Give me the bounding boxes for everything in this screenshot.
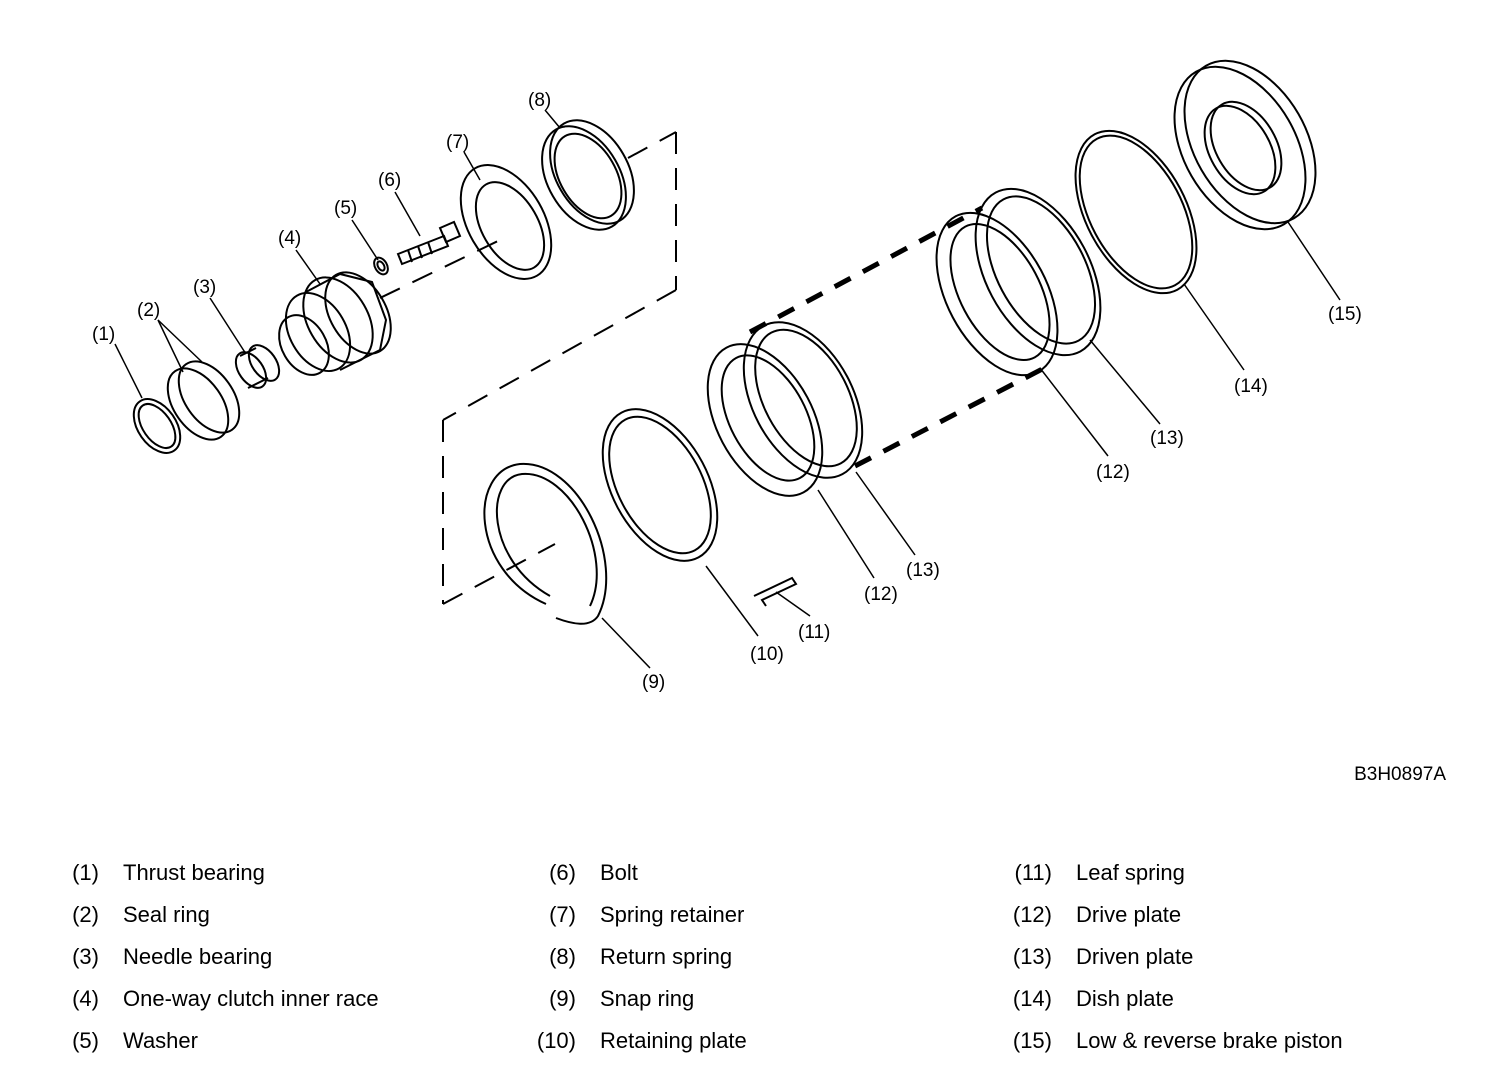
legend-num: (4): [72, 986, 99, 1011]
callout-labels: (1) (2) (3) (4) (5) (6) (7) (8) (9) (10)…: [92, 90, 1362, 693]
legend-item-13: (13) Driven plate: [1013, 944, 1194, 970]
legend-label: Seal ring: [123, 902, 210, 927]
legend-label: Low & reverse brake piston: [1076, 1028, 1343, 1053]
legend-num: (9): [549, 986, 576, 1011]
callout-11: (11): [798, 622, 830, 643]
legend-num: (5): [72, 1028, 99, 1053]
one-way-clutch-inner-race-part: [278, 271, 392, 376]
callout-14: (14): [1234, 376, 1268, 397]
dish-plate-part: [1074, 129, 1198, 295]
callout-4: (4): [278, 228, 301, 249]
return-spring-part: [541, 119, 635, 231]
legend-label: Spring retainer: [600, 902, 745, 927]
callout-9: (9): [642, 672, 665, 693]
legend-label: Retaining plate: [600, 1028, 747, 1053]
legend-num: (11): [1014, 860, 1053, 885]
bolt-part: [396, 220, 462, 266]
callout-5: (5): [334, 198, 357, 219]
legend-num: (1): [72, 860, 99, 885]
legend-num: (3): [72, 944, 99, 969]
legend-item-9: (9) Snap ring: [549, 986, 695, 1012]
callout-13-front: (13): [906, 560, 940, 581]
legend-item-11: (11) Leaf spring: [1015, 860, 1185, 886]
legend-num: (14): [1012, 986, 1052, 1011]
callout-7: (7): [446, 132, 469, 153]
legend-num: (7): [549, 902, 576, 927]
callout-3: (3): [193, 277, 216, 298]
legend-item-12: (12) Drive plate: [1013, 902, 1182, 928]
legend-label: Snap ring: [600, 986, 695, 1011]
legend-label: Drive plate: [1076, 902, 1182, 927]
legend-label: Leaf spring: [1076, 860, 1185, 885]
low-reverse-brake-piston-part: [1173, 59, 1317, 231]
legend-label: Needle bearing: [123, 944, 273, 969]
needle-bearing-part: [234, 344, 281, 389]
legend-label: Driven plate: [1076, 944, 1194, 969]
legend-item-2: (2) Seal ring: [72, 902, 210, 928]
legend-label: One-way clutch inner race: [123, 986, 379, 1011]
drive-plate-rear-part: [935, 211, 1059, 377]
driven-plate-front-part: [742, 321, 864, 479]
callout-8: (8): [528, 90, 551, 111]
callout-1: (1): [92, 324, 115, 345]
callout-2: (2): [137, 300, 160, 321]
callout-12-front: (12): [864, 584, 898, 605]
legend-item-5: (5) Washer: [72, 1028, 198, 1054]
callout-13-rear: (13): [1150, 428, 1184, 449]
callout-12-rear: (12): [1096, 462, 1130, 483]
legend-item-8: (8) Return spring: [549, 944, 733, 970]
legend-num: (2): [72, 902, 99, 927]
axis-dashed-lines: [379, 131, 1054, 605]
legend-label: Bolt: [600, 860, 638, 885]
legend-label: Thrust bearing: [123, 860, 265, 885]
legend-label: Washer: [123, 1028, 198, 1053]
figure-code: B3H0897A: [1354, 764, 1446, 785]
legend-item-14: (14) Dish plate: [1013, 986, 1174, 1012]
leaf-spring-part: [753, 576, 798, 607]
legend-item-15: (15) Low & reverse brake piston: [1013, 1028, 1343, 1054]
callout-6: (6): [378, 170, 401, 191]
leader-lines: [114, 109, 1341, 669]
legend-num: (6): [549, 860, 576, 885]
callout-10: (10): [750, 644, 784, 665]
snap-ring-part: [483, 462, 608, 625]
legend-num: (10): [536, 1028, 576, 1053]
legend-item-10: (10) Retaining plate: [537, 1028, 747, 1054]
legend-num: (8): [549, 944, 576, 969]
callout-15: (15): [1328, 304, 1362, 325]
drive-plate-front-part: [706, 343, 824, 497]
spring-retainer-part: [459, 164, 553, 280]
driven-plate-rear-part: [974, 187, 1102, 357]
legend-item-4: (4) One-way clutch inner race: [72, 986, 379, 1012]
retaining-plate-part: [601, 408, 719, 562]
legend-label: Dish plate: [1076, 986, 1174, 1011]
legend-item-7: (7) Spring retainer: [549, 902, 745, 928]
seal-ring-part: [166, 360, 241, 441]
legend-item-1: (1) Thrust bearing: [72, 860, 265, 886]
legend-item-6: (6) Bolt: [549, 860, 638, 886]
legend-item-3: (3) Needle bearing: [72, 944, 273, 970]
legend-num: (13): [1012, 944, 1052, 969]
legend-num: (12): [1012, 902, 1052, 927]
legend-num: (15): [1012, 1028, 1052, 1053]
legend-label: Return spring: [600, 944, 733, 969]
exploded-parts-diagram: (1) (2) (3) (4) (5) (6) (7) (8) (9) (10)…: [92, 59, 1362, 693]
thrust-bearing-part: [132, 398, 182, 454]
